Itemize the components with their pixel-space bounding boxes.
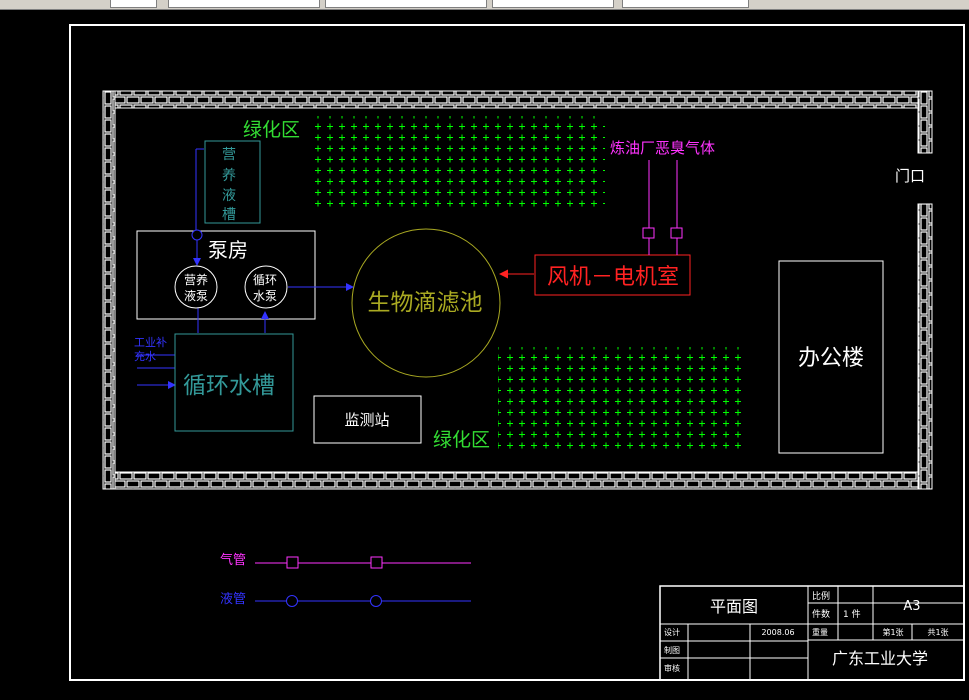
green-area-bottom-label: 绿化区 xyxy=(433,429,490,451)
sheet-total: 共1张 xyxy=(927,628,948,637)
legend-liquid-pipe xyxy=(255,595,471,607)
title-block xyxy=(659,585,965,681)
title-block-text: 平面图 比例 件数 1 件 A3 设计 2008.06 重量 第1张 共1张 制… xyxy=(664,590,949,673)
toolbar-icon-group[interactable] xyxy=(110,0,157,8)
liquid-piping xyxy=(137,148,354,389)
svg-text:液泵: 液泵 xyxy=(184,288,208,303)
svg-text:充水: 充水 xyxy=(134,349,156,363)
legend-liquid-label: 液管 xyxy=(220,592,246,607)
monitoring-station-label: 监测站 xyxy=(344,411,389,429)
cad-drawing-canvas[interactable]: 门口 绿化区 绿化区 营 养 液 槽 泵房 营养 液泵 循环 水泵 循环水槽 xyxy=(0,10,969,696)
gate-label: 门口 xyxy=(895,167,925,185)
toolbar-combo-2[interactable] xyxy=(325,0,487,8)
pump-room-label: 泵房 xyxy=(208,238,248,262)
circulation-pump-label: 循环 水泵 xyxy=(253,273,277,303)
green-area-top-hatch xyxy=(309,116,605,209)
review-label: 审核 xyxy=(664,663,680,673)
circulation-tank xyxy=(174,333,294,432)
green-area-bottom-hatch xyxy=(498,347,747,451)
office-building xyxy=(778,260,884,454)
office-building-label: 办公楼 xyxy=(798,346,864,371)
nutrient-tank-label: 营 养 液 槽 xyxy=(222,147,236,223)
svg-text:养: 养 xyxy=(222,168,236,184)
sheet-size: A3 xyxy=(903,599,920,614)
refinery-gas-label: 炼油厂恶臭气体 xyxy=(610,139,715,157)
site-boundary-wall xyxy=(102,90,933,490)
fan-motor-room-label: 风机－电机室 xyxy=(547,265,679,290)
nutrient-tank xyxy=(204,140,261,224)
biofilter xyxy=(351,228,501,378)
draw-label: 制图 xyxy=(664,645,680,655)
nutrient-pump xyxy=(174,265,218,309)
legend-gas-pipe xyxy=(255,556,471,569)
nutrient-pump-label: 营养 液泵 xyxy=(184,272,208,303)
svg-text:营: 营 xyxy=(222,147,236,163)
fan-motor-room xyxy=(534,254,691,296)
svg-text:循环: 循环 xyxy=(253,273,277,287)
biofilter-label: 生物滴滤池 xyxy=(368,290,483,316)
circulation-tank-label: 循环水槽 xyxy=(183,373,275,399)
svg-text:水泵: 水泵 xyxy=(253,289,277,303)
pump-room xyxy=(136,230,316,320)
svg-text:工业补: 工业补 xyxy=(134,336,167,349)
sheet-number: 第1张 xyxy=(882,627,903,637)
svg-text:液: 液 xyxy=(222,188,236,204)
monitoring-station xyxy=(313,395,422,444)
toolbar-combo-1[interactable] xyxy=(168,0,320,8)
title-label: 平面图 xyxy=(710,597,758,616)
gas-inlet-pipes xyxy=(642,160,683,255)
scale-label: 比例 xyxy=(812,590,830,602)
app-toolbar-strip xyxy=(0,0,969,10)
count-label: 件数 xyxy=(812,608,830,620)
green-area-top-label: 绿化区 xyxy=(243,119,300,141)
count-value: 1 件 xyxy=(843,608,861,620)
design-label: 设计 xyxy=(664,627,680,637)
toolbar-combo-4[interactable] xyxy=(622,0,749,8)
circulation-pump xyxy=(244,265,288,309)
school-name: 广东工业大学 xyxy=(832,649,928,668)
legend-gas-label: 气管 xyxy=(220,552,246,568)
industrial-water-label: 工业补 充水 xyxy=(134,336,167,363)
weight-label: 重量 xyxy=(812,627,828,637)
valve-icon xyxy=(191,229,203,241)
svg-text:槽: 槽 xyxy=(222,207,236,223)
svg-text:营养: 营养 xyxy=(184,272,208,287)
toolbar-combo-3[interactable] xyxy=(492,0,614,8)
date-value: 2008.06 xyxy=(761,628,794,637)
drawing-frame xyxy=(69,24,965,681)
